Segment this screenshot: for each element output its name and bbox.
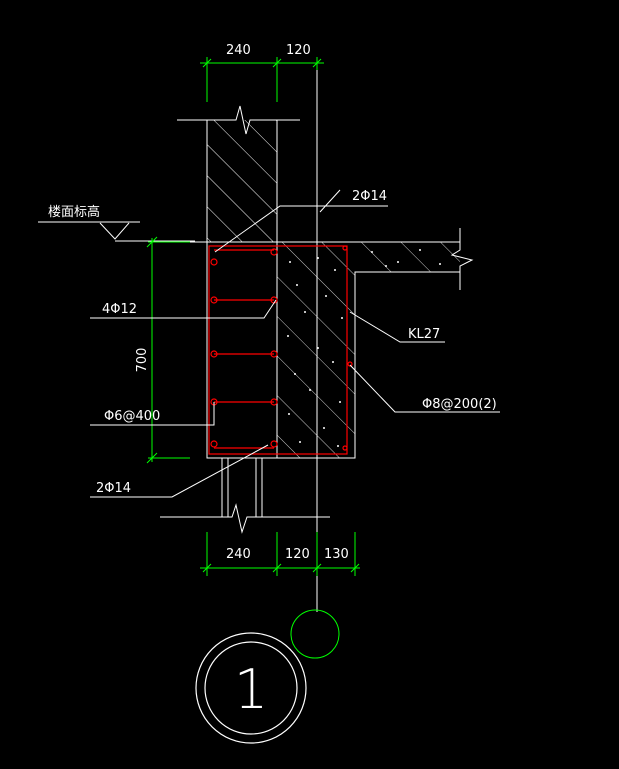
- detail-number: 1: [234, 658, 268, 721]
- rebar-cage: [208, 245, 348, 455]
- slab-break-icon: [450, 228, 474, 290]
- lower-wall: [160, 458, 330, 534]
- axis-bubble-icon: [290, 609, 340, 659]
- beam-id-label: KL27: [408, 327, 440, 342]
- floor-level-label: 楼面标高: [48, 204, 100, 220]
- stirrup-wall-label: Φ6@400: [104, 409, 160, 424]
- side-bars-label: 4Φ12: [102, 302, 137, 317]
- bottom-dim-120: 120: [285, 547, 310, 562]
- level-triangle-icon: [38, 221, 195, 242]
- bottom-dimension: [200, 532, 360, 576]
- top-dim-120: 120: [286, 43, 311, 58]
- left-dimension: [146, 236, 190, 464]
- break-line-icon: [177, 105, 300, 135]
- left-dim-700: 700: [135, 348, 150, 373]
- bottom-dim-130: 130: [324, 547, 349, 562]
- bottom-bars-label: 2Φ14: [96, 481, 131, 496]
- floor-slab: [355, 242, 460, 272]
- top-dim-240: 240: [226, 43, 251, 58]
- detail-circle-icon: [195, 632, 307, 744]
- bottom-dim-240: 240: [226, 547, 251, 562]
- top-bars-label: 2Φ14: [352, 189, 387, 204]
- section-outline: [188, 241, 460, 459]
- concrete-beam: [277, 242, 355, 458]
- leader-lines: [90, 189, 500, 498]
- top-dimension: [200, 57, 324, 102]
- stirrup-beam-label: Φ8@200(2): [422, 397, 497, 412]
- upper-wall: [206, 120, 278, 242]
